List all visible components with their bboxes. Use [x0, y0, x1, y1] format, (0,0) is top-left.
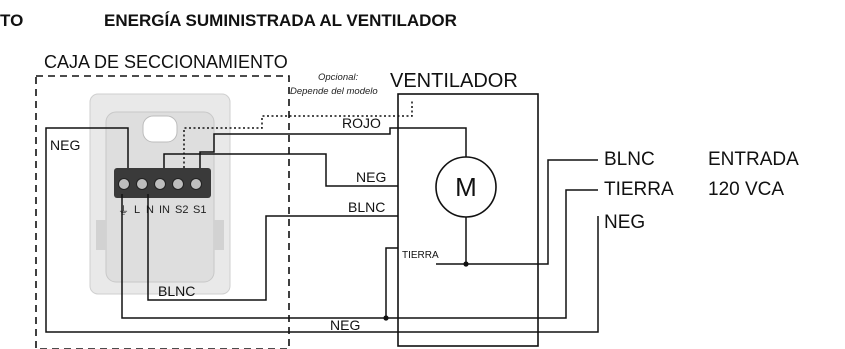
label-blnc-bottom: BLNC	[158, 283, 195, 299]
switch-mount-slot	[142, 115, 178, 143]
wires	[45, 101, 599, 333]
wire-rojo	[199, 127, 467, 168]
label-entrada: ENTRADA	[708, 149, 799, 170]
junction-box-title: CAJA DE SECCIONAMIENTO	[44, 52, 288, 72]
wire-neg-line	[45, 127, 599, 333]
label-rojo: ROJO	[342, 115, 381, 131]
ground-terminal-icon: ⏚	[118, 204, 129, 217]
terminal-screw-s1	[190, 178, 202, 190]
terminal-screw-in	[154, 178, 166, 190]
terminal-screw-s2	[172, 178, 184, 190]
header-left-fragment: TO	[0, 11, 23, 30]
terminal-label-s2: S2	[175, 204, 188, 216]
terminal-screw-n	[136, 178, 148, 190]
junction-box-outline	[35, 75, 290, 349]
switch-rib-left	[96, 220, 106, 250]
junction-dot-motor	[463, 261, 469, 267]
wire-tierra-supply	[386, 189, 598, 319]
wire-blnc-switch	[147, 194, 398, 301]
label-neg-left: NEG	[50, 137, 80, 153]
switch-device: ⏚ L N IN S2 S1	[89, 93, 231, 295]
label-neg-bottom: NEG	[330, 317, 360, 333]
label-blnc-fan: BLNC	[348, 199, 385, 215]
wire-neg-load	[163, 153, 398, 187]
terminal-label-in: IN	[159, 204, 170, 216]
terminal-label-l: L	[134, 204, 140, 216]
header-title: ENERGÍA SUMINISTRADA AL VENTILADOR	[104, 11, 457, 30]
terminal-label-s1: S1	[193, 204, 206, 216]
label-vca: 120 VCA	[708, 179, 784, 200]
junction-dot-ground	[383, 315, 389, 321]
optional-dotted-wire	[183, 101, 413, 168]
optional-note-line1: Opcional:	[318, 72, 358, 83]
fan-title: VENTILADOR	[390, 70, 518, 92]
terminal-label-n: N	[146, 204, 154, 216]
optional-note-line2: Depende del modelo	[290, 86, 378, 97]
wire-tierra-fan	[385, 247, 398, 318]
wire-ground-box	[121, 194, 386, 319]
label-right-tierra: TIERRA	[604, 179, 674, 200]
label-neg-fan: NEG	[356, 169, 386, 185]
terminal-screws	[118, 178, 202, 190]
label-right-neg: NEG	[604, 212, 645, 233]
wire-blnc-supply	[466, 159, 598, 265]
label-right-blnc: BLNC	[604, 149, 655, 170]
switch-rib-right	[214, 220, 224, 250]
motor-label: M	[455, 172, 477, 202]
fan-box	[397, 93, 539, 347]
wire-motor-lower	[436, 217, 467, 265]
terminal-screw-l	[118, 178, 130, 190]
label-tierra-fan: TIERRA	[402, 250, 439, 261]
